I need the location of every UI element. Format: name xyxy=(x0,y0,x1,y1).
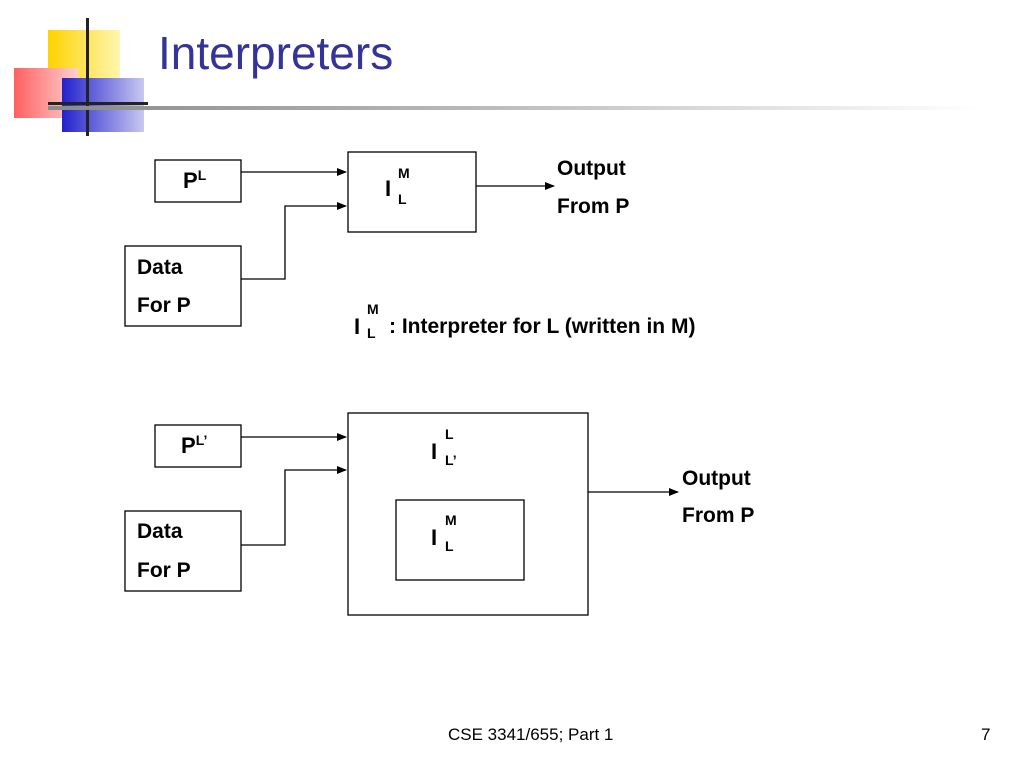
bottom-data-arrow xyxy=(241,466,347,546)
inner-interpreter-subscript: L xyxy=(445,538,454,554)
slide-logo xyxy=(14,18,148,136)
page-number: 7 xyxy=(981,725,991,744)
slide-title: Interpreters xyxy=(158,27,394,79)
bottom-data-line1: Data xyxy=(137,520,183,543)
outer-interpreter-superscript: L xyxy=(445,426,454,442)
bottom-data-line2: For P xyxy=(137,559,191,582)
top-interpreter-subscript: L xyxy=(398,191,407,207)
top-output-line1: Output xyxy=(557,157,626,180)
top-program-letter: P xyxy=(183,168,198,193)
logo-horizontal-line xyxy=(48,102,148,105)
top-data-box xyxy=(124,245,242,327)
bottom-data-box xyxy=(124,510,242,592)
top-interpreter-box xyxy=(347,151,477,233)
top-interpreter-symbol: I xyxy=(385,176,392,201)
top-program-label: PL xyxy=(183,167,207,193)
inner-interpreter-superscript: M xyxy=(445,512,457,528)
outer-interpreter-symbol: I xyxy=(431,439,438,464)
legend-symbol: I xyxy=(354,314,361,339)
bottom-program-label: PL’ xyxy=(181,432,208,458)
bottom-inner-interpreter-box xyxy=(395,499,525,581)
top-data-line1: Data xyxy=(137,256,183,279)
top-interpreter-superscript: M xyxy=(398,165,410,181)
top-program-superscript: L xyxy=(197,167,207,183)
legend-superscript: M xyxy=(367,301,379,317)
bottom-output-line2: From P xyxy=(682,504,755,527)
title-underline xyxy=(48,106,978,110)
top-program-box xyxy=(154,159,242,203)
bottom-outer-interpreter-box xyxy=(347,412,589,616)
inner-interpreter-symbol: I xyxy=(431,525,438,550)
footer-course: CSE 3341/655; Part 1 xyxy=(448,725,614,744)
outer-interpreter-subscript: L’ xyxy=(445,452,457,468)
top-data-line2: For P xyxy=(137,294,191,317)
top-data-arrow xyxy=(241,202,347,280)
top-output-line2: From P xyxy=(557,195,630,218)
logo-vertical-line xyxy=(86,18,89,136)
legend-subscript: L xyxy=(367,325,376,341)
bottom-program-box xyxy=(154,424,242,468)
bottom-output-line1: Output xyxy=(682,467,751,490)
bottom-program-superscript: L’ xyxy=(195,432,208,448)
bottom-program-letter: P xyxy=(181,433,196,458)
legend-text: : Interpreter for L (written in M) xyxy=(389,315,696,338)
